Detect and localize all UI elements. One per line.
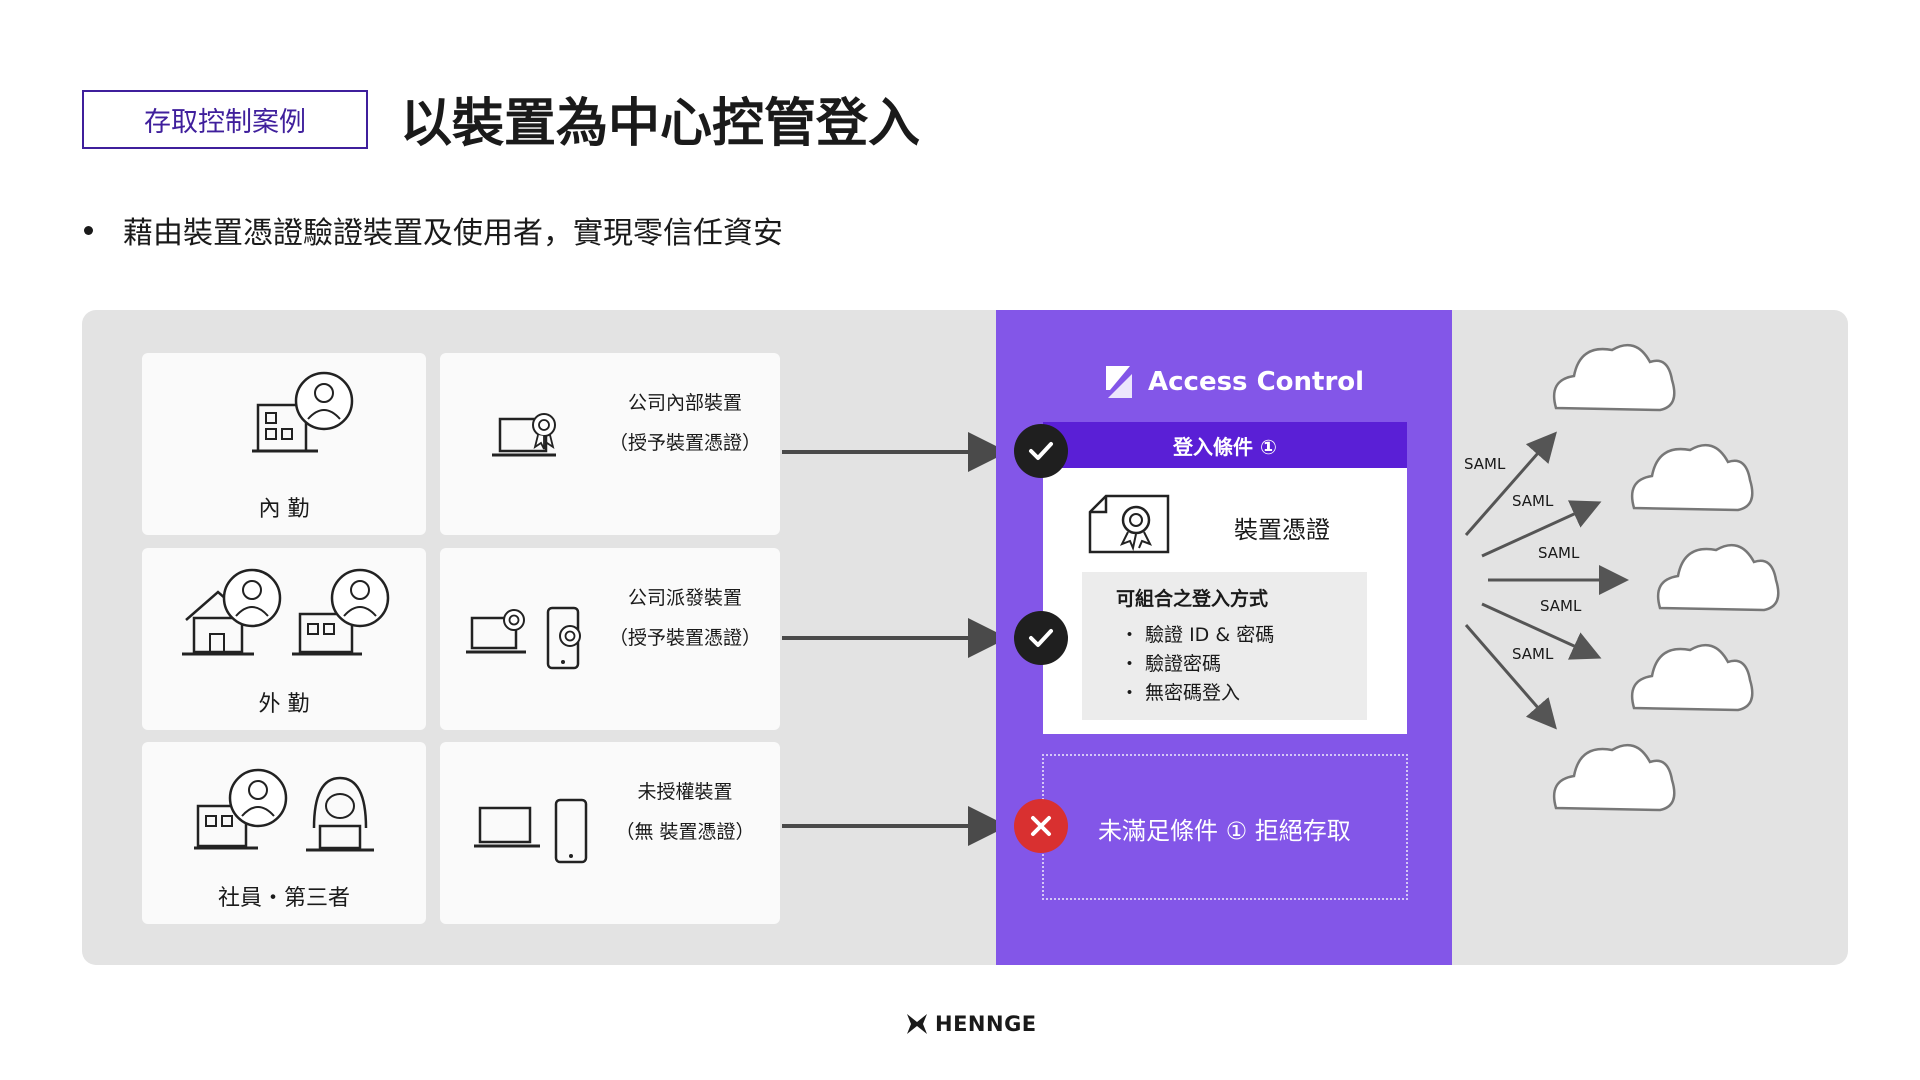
cloud-icon bbox=[1552, 743, 1676, 812]
laptop-phone-certificate-icon bbox=[466, 606, 581, 670]
user-card-office: 內 勤 bbox=[142, 353, 426, 535]
deny-message: 未滿足條件 ① 拒絕存取 bbox=[1098, 817, 1351, 845]
device-cert-unauthorized: （無 裝置憑證） bbox=[615, 821, 755, 843]
saml-arrow-2 bbox=[1481, 500, 1602, 558]
saml-arrow-5 bbox=[1464, 624, 1557, 730]
login-method-item: ・ 驗證 ID & 密碼 bbox=[1120, 624, 1275, 646]
user-card-third-party: 社員・第三者 bbox=[142, 742, 426, 924]
device-name-internal: 公司內部裝置 bbox=[627, 392, 742, 414]
saml-label: SAML bbox=[1538, 544, 1580, 562]
page-title: 以裝置為中心控管登入 bbox=[400, 94, 921, 154]
device-label-internal: 公司內部裝置 （授予裝置憑證） bbox=[600, 383, 770, 463]
device-card-issued: 公司派發裝置 （授予裝置憑證） bbox=[440, 548, 780, 730]
saml-label: SAML bbox=[1540, 597, 1582, 615]
device-name-unauthorized: 未授權裝置 bbox=[637, 781, 733, 803]
office-worker-icon bbox=[252, 371, 354, 453]
cloud-icon bbox=[1630, 643, 1754, 712]
footer-logo: HENNGE bbox=[905, 1012, 1037, 1036]
login-methods-title: 可組合之登入方式 bbox=[1116, 588, 1269, 610]
user-label-third-party: 社員・第三者 bbox=[217, 886, 350, 911]
user-label-office: 內 勤 bbox=[258, 497, 310, 522]
field-worker-icon bbox=[182, 568, 390, 656]
saml-label: SAML bbox=[1512, 492, 1554, 510]
user-card-field: 外 勤 bbox=[142, 548, 426, 730]
cloud-icon bbox=[1552, 343, 1676, 412]
case-tag-label: 存取控制案例 bbox=[144, 107, 306, 138]
bullet-text: 藉由裝置憑證驗證裝置及使用者，實現零信任資安 bbox=[123, 216, 783, 251]
laptop-phone-icon bbox=[474, 798, 588, 864]
device-certificate-label: 裝置憑證 bbox=[1234, 516, 1330, 544]
saml-label: SAML bbox=[1464, 455, 1506, 473]
login-method-item: ・ 驗證密碼 bbox=[1120, 653, 1222, 675]
saml-label: SAML bbox=[1512, 645, 1554, 663]
bullet-dot-icon bbox=[84, 225, 93, 235]
device-label-issued: 公司派發裝置 （授予裝置憑證） bbox=[600, 578, 770, 658]
deny-x-icon bbox=[1014, 799, 1068, 853]
saml-arrow-1 bbox=[1464, 431, 1557, 536]
certificate-icon bbox=[1088, 494, 1170, 554]
access-control-title: Access Control bbox=[1148, 367, 1365, 397]
check-icon bbox=[1014, 611, 1068, 665]
saml-arrow-4 bbox=[1481, 602, 1602, 660]
third-party-user-icon bbox=[194, 768, 374, 852]
login-condition-header: 登入條件 ① bbox=[1043, 422, 1407, 468]
login-method-item: ・ 無密碼登入 bbox=[1120, 682, 1241, 704]
device-card-internal: 公司內部裝置 （授予裝置憑證） bbox=[440, 353, 780, 535]
check-icon bbox=[1014, 424, 1068, 478]
case-tag: 存取控制案例 bbox=[82, 90, 368, 149]
access-control-logo: Access Control bbox=[1102, 362, 1364, 402]
cloud-icon bbox=[1656, 543, 1780, 612]
footer-brand: HENNGE bbox=[935, 1012, 1037, 1036]
device-card-unauthorized: 未授權裝置 （無 裝置憑證） bbox=[440, 742, 780, 924]
device-label-unauthorized: 未授權裝置 （無 裝置憑證） bbox=[605, 772, 765, 852]
cloud-icon bbox=[1630, 443, 1754, 512]
device-cert-issued: （授予裝置憑證） bbox=[608, 627, 761, 649]
access-control-logo-icon bbox=[1106, 366, 1132, 398]
device-name-issued: 公司派發裝置 bbox=[627, 587, 742, 609]
bullet-point: 藉由裝置憑證驗證裝置及使用者，實現零信任資安 bbox=[80, 208, 783, 252]
user-label-field: 外 勤 bbox=[258, 692, 310, 717]
device-cert-internal: （授予裝置憑證） bbox=[608, 432, 761, 454]
henngelogo-icon bbox=[907, 1014, 927, 1034]
laptop-certificate-icon bbox=[492, 413, 556, 457]
login-methods-box bbox=[1082, 572, 1367, 720]
